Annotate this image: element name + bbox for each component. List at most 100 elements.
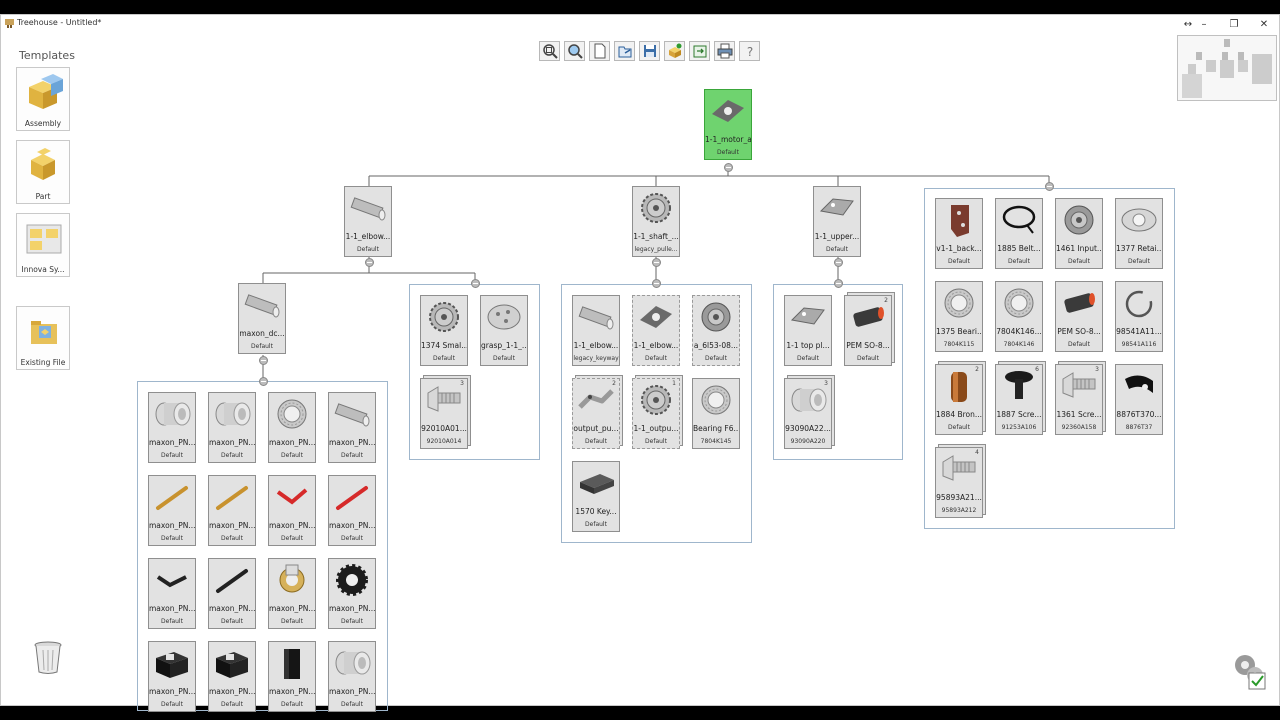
part-node-maxon[interactable]: maxon_PN...Default — [328, 392, 376, 463]
subassembly-node-upper[interactable]: 1-1_upper...Default — [813, 186, 861, 257]
ring-thumbnail — [277, 399, 307, 429]
part-node-root[interactable]: v1-1_back...Default — [935, 198, 983, 269]
part-node-maxon[interactable]: maxon_PN...Default — [208, 641, 256, 712]
collapse-toggle[interactable] — [258, 376, 268, 386]
part-node-maxon[interactable]: maxon_PN...Default — [208, 475, 256, 546]
part-node-elbow[interactable]: 1374 Smal...Default — [420, 295, 468, 366]
instance-count: 3 — [1095, 366, 1099, 373]
node-label: maxon_PN... — [209, 687, 255, 696]
trash-icon[interactable] — [33, 639, 63, 675]
collapse-toggle[interactable] — [1044, 181, 1054, 191]
part-node-maxon[interactable]: maxon_PN...Default — [328, 641, 376, 712]
part-node-root[interactable]: PEM SO-8...Default — [1055, 281, 1103, 352]
export-icon — [693, 45, 706, 58]
settings-gear-icon[interactable] — [1229, 651, 1269, 691]
part-node-root[interactable]: 1377 Retai...Default — [1115, 198, 1163, 269]
part-node-maxon[interactable]: maxon_PN...Default — [148, 641, 196, 712]
part-node-maxon[interactable]: maxon_PN...Default — [268, 558, 316, 629]
part-node-upper[interactable]: 1-1 top pl...Default — [784, 295, 832, 366]
subassembly-node-maxon[interactable]: maxon_dc...Default — [238, 283, 286, 354]
open-button[interactable] — [614, 41, 635, 61]
part-node-elbow[interactable]: grasp_1-1_...Default — [480, 295, 528, 366]
drawing-icon — [26, 224, 62, 254]
part-node-maxon[interactable]: maxon_PN...Default — [268, 641, 316, 712]
subassembly-node-shaft[interactable]: 1-1_shaft_...legacy_pulle... — [632, 186, 680, 257]
part-node-root[interactable]: 1461 Input...Default — [1055, 198, 1103, 269]
node-configuration: Default — [161, 535, 183, 542]
part-node-maxon[interactable]: maxon_PN...Default — [328, 558, 376, 629]
part-node-maxon[interactable]: maxon_PN...Default — [148, 558, 196, 629]
node-configuration: Default — [717, 149, 739, 156]
part-node-root[interactable]: 1885 Belt...Default — [995, 198, 1043, 269]
part-node-root[interactable]: 7804K146...7804K146 — [995, 281, 1043, 352]
collapse-toggle[interactable] — [833, 257, 843, 267]
close-button[interactable]: ✕ — [1259, 18, 1269, 30]
save-button[interactable] — [639, 41, 660, 61]
collapse-toggle[interactable] — [651, 257, 661, 267]
template-part[interactable]: Part — [16, 140, 70, 204]
collapse-toggle[interactable] — [833, 278, 843, 288]
part-node-maxon[interactable]: maxon_PN...Default — [268, 392, 316, 463]
subassembly-node-elbow[interactable]: 1-1_elbow...Default — [344, 186, 392, 257]
gear-thumbnail — [641, 385, 671, 415]
rod-gold-thumbnail — [216, 486, 248, 510]
bearing-gold-thumbnail — [279, 564, 305, 593]
existing-file-button[interactable]: Existing File — [16, 306, 70, 370]
part-node-maxon[interactable]: maxon_PN...Default — [148, 392, 196, 463]
zoom-select-button[interactable] — [564, 41, 585, 61]
collapse-toggle[interactable] — [364, 257, 374, 267]
template-innova[interactable]: Innova Sy... — [16, 213, 70, 277]
part-node-maxon[interactable]: maxon_PN...Default — [268, 475, 316, 546]
bracket-thumbnail — [640, 306, 672, 328]
new-document-button[interactable] — [589, 41, 610, 61]
part-node-shaft[interactable]: 1570 Key...Default — [572, 461, 620, 532]
part-node-shaft[interactable]: 1-1_elbow...Default — [632, 295, 680, 366]
arm-thumbnail — [578, 389, 614, 409]
node-configuration: Default — [221, 452, 243, 459]
part-node-maxon[interactable]: maxon_PN...Default — [208, 392, 256, 463]
node-configuration: Default — [281, 535, 303, 542]
part-node-shaft[interactable]: 1-1_elbow...legacy_keyway — [572, 295, 620, 366]
resize-button[interactable]: ↔ — [1183, 18, 1193, 30]
collapse-toggle[interactable] — [258, 355, 268, 365]
node-configuration: 95893A212 — [941, 507, 977, 514]
zoom-fit-button[interactable] — [539, 41, 560, 61]
help-button[interactable]: ? — [739, 41, 760, 61]
part-node-shaft[interactable]: a_6l53-08...Default — [692, 295, 740, 366]
node-label: maxon_PN... — [149, 438, 195, 447]
backplate-thumbnail — [951, 205, 969, 237]
help-icon: ? — [746, 45, 752, 59]
collapse-toggle[interactable] — [470, 278, 480, 288]
part-node-root[interactable]: 8876T370...8876T37 — [1115, 364, 1163, 435]
export-button[interactable] — [689, 41, 710, 61]
restore-button[interactable]: ❐ — [1229, 18, 1239, 30]
template-assembly[interactable]: Assembly — [16, 67, 70, 131]
part-node-shaft[interactable]: Bearing F6...7804K145 — [692, 378, 740, 449]
part-node-maxon[interactable]: maxon_PN...Default — [148, 475, 196, 546]
collapse-toggle[interactable] — [723, 162, 733, 172]
node-label: 1-1_shaft_... — [633, 232, 679, 241]
part-node-maxon[interactable]: maxon_PN...Default — [208, 558, 256, 629]
part-node-root[interactable]: 1375 Beari...7804K115 — [935, 281, 983, 352]
node-label: 1887 Scre... — [996, 410, 1042, 419]
minimize-button[interactable]: – — [1201, 18, 1207, 30]
part-node-maxon[interactable]: maxon_PN...Default — [328, 475, 376, 546]
collapse-toggle[interactable] — [651, 278, 661, 288]
minimap[interactable] — [1177, 35, 1277, 101]
part-node-root[interactable]: 98541A11...98541A116 — [1115, 281, 1163, 352]
build-assembly-button[interactable] — [664, 41, 685, 61]
node-configuration: Default — [1068, 341, 1090, 348]
instance-count: 3 — [824, 380, 828, 387]
instance-count: 4 — [975, 449, 979, 456]
print-button[interactable] — [714, 41, 735, 61]
